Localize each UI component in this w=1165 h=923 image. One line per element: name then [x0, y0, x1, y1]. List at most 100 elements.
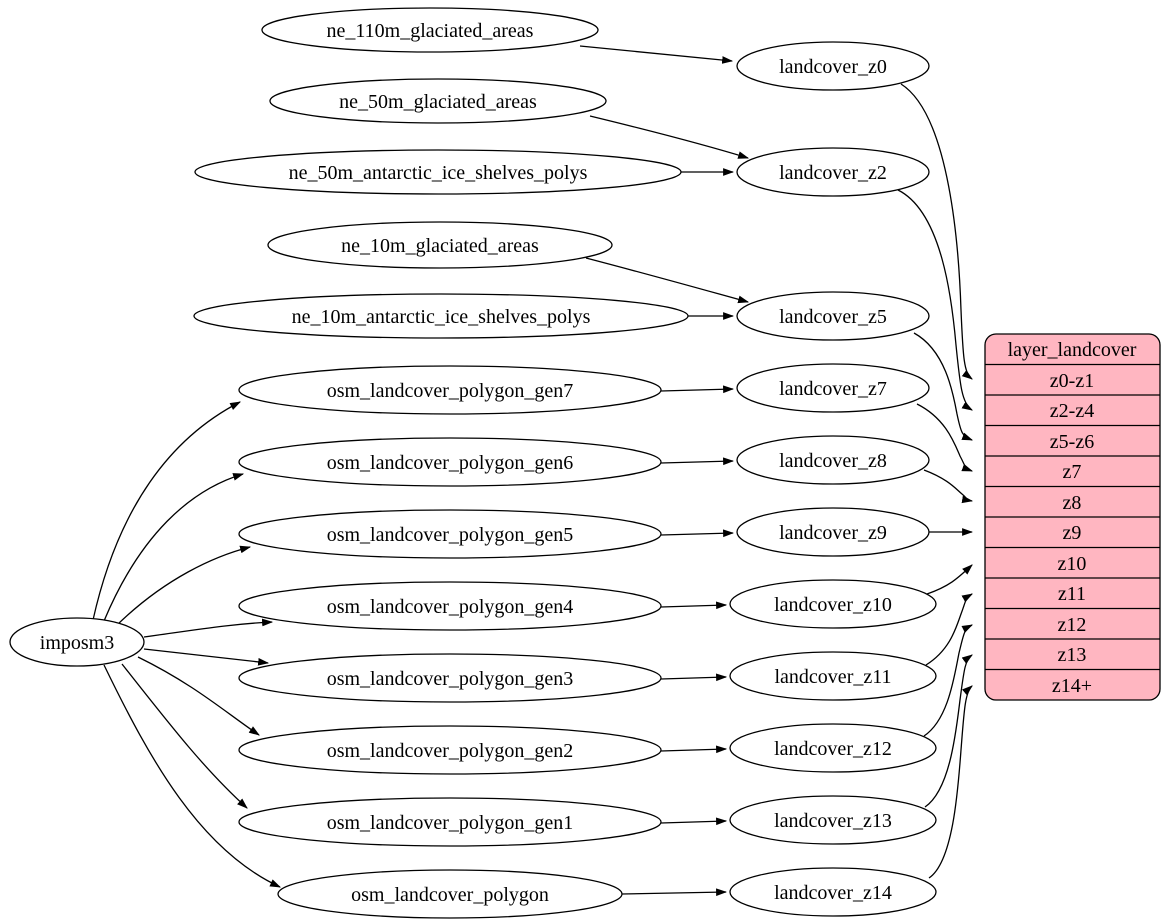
- table-row-z13: z13: [1058, 644, 1087, 666]
- node-landcover-z0-shape: [736, 41, 930, 91]
- node-ne-50m-glaciated-areas: ne_50m_glaciated_areas: [269, 78, 607, 124]
- edge-z14-to-row-z14plus: [928, 685, 973, 879]
- node-landcover-z10: landcover_z10: [729, 579, 937, 629]
- node-landcover-z13: landcover_z13: [729, 795, 937, 845]
- layer-landcover-table: layer_landcover z0-z1 z2-z4 z5-z6 z7 z8 …: [984, 333, 1161, 701]
- node-ne-50m-glaciated-areas-shape: [269, 78, 607, 124]
- edge-gen6-to-z8: [660, 457, 735, 466]
- node-landcover-z5: landcover_z5: [736, 291, 930, 341]
- table-row-z11: z11: [1058, 583, 1086, 605]
- node-osm-landcover-polygon-gen5-label: osm_landcover_polygon_gen5: [327, 524, 574, 546]
- node-osm-landcover-polygon-gen7-label: osm_landcover_polygon_gen7: [327, 380, 574, 402]
- edge-gen4-to-z10: [660, 601, 728, 610]
- table-row-z10: z10: [1058, 553, 1087, 575]
- edge-z13-to-row-z13: [924, 654, 973, 808]
- node-imposm3-label: imposm3: [40, 632, 114, 654]
- edge-z0-to-row-z0-z1: [900, 83, 973, 380]
- node-ne-10m-glaciated-areas-label: ne_10m_glaciated_areas: [341, 235, 539, 257]
- node-landcover-z7-shape: [736, 363, 930, 413]
- edge-imposm3-to-gen7: [92, 401, 241, 621]
- node-osm-landcover-polygon-gen4: osm_landcover_polygon_gen4: [238, 581, 662, 631]
- edge-gen1-to-z13: [660, 817, 728, 826]
- table-row-z12: z12: [1058, 614, 1087, 636]
- node-osm-landcover-polygon-gen3-shape: [238, 653, 662, 703]
- node-landcover-z11-shape: [729, 651, 937, 701]
- node-landcover-z11-label: landcover_z11: [775, 666, 892, 688]
- edge-imposm3-to-gen2: [137, 656, 260, 736]
- node-ne-10m-glaciated-areas: ne_10m_glaciated_areas: [267, 221, 613, 269]
- node-ne-50m-glaciated-areas-label: ne_50m_glaciated_areas: [339, 91, 537, 113]
- edge-imposm3-to-polygon: [103, 664, 281, 888]
- node-osm-landcover-polygon-gen5: osm_landcover_polygon_gen5: [238, 509, 662, 559]
- node-osm-landcover-polygon-gen6: osm_landcover_polygon_gen6: [238, 437, 662, 487]
- node-landcover-z2-shape: [736, 147, 930, 197]
- node-ne-50m-antarctic-ice-shelves-polys-label: ne_50m_antarctic_ice_shelves_polys: [289, 162, 588, 184]
- node-imposm3: imposm3: [9, 617, 145, 667]
- node-osm-landcover-polygon-gen4-shape: [238, 581, 662, 631]
- edge-z12-to-row-z12: [923, 624, 973, 737]
- node-landcover-z8: landcover_z8: [736, 435, 930, 485]
- edge-gen2-to-z12: [660, 745, 728, 754]
- node-ne-50m-antarctic-ice-shelves-polys: ne_50m_antarctic_ice_shelves_polys: [194, 149, 682, 195]
- edge-imposm3-to-gen4: [143, 618, 274, 638]
- table-row-z14plus: z14+: [1052, 675, 1092, 697]
- node-osm-landcover-polygon-gen6-shape: [238, 437, 662, 487]
- table-row-z8: z8: [1063, 492, 1082, 514]
- node-landcover-z9: landcover_z9: [736, 507, 930, 557]
- edge-gen3-to-z11: [660, 673, 728, 682]
- node-landcover-z14-shape: [729, 867, 937, 917]
- node-osm-landcover-polygon-gen3-label: osm_landcover_polygon_gen3: [327, 668, 574, 690]
- node-landcover-z5-label: landcover_z5: [779, 306, 887, 328]
- edge-z11-to-row-z11: [925, 593, 973, 666]
- table-row-z0-z1: z0-z1: [1050, 370, 1094, 392]
- node-landcover-z7: landcover_z7: [736, 363, 930, 413]
- node-landcover-z0-label: landcover_z0: [779, 56, 887, 78]
- node-landcover-z9-shape: [736, 507, 930, 557]
- node-landcover-z14-label: landcover_z14: [774, 882, 892, 904]
- edge-imposm3-to-gen6: [103, 473, 245, 622]
- node-landcover-z13-shape: [729, 795, 937, 845]
- edge-gen7-to-z7: [660, 385, 735, 394]
- node-osm-landcover-polygon-gen2: osm_landcover_polygon_gen2: [238, 725, 662, 775]
- node-osm-landcover-polygon-gen2-label: osm_landcover_polygon_gen2: [327, 740, 574, 762]
- node-landcover-z2-label: landcover_z2: [779, 162, 887, 184]
- edge-imposm3-to-gen5: [115, 545, 252, 627]
- table-row-z5-z6: z5-z6: [1050, 431, 1094, 453]
- edge-imposm3-to-gen3: [143, 648, 270, 666]
- node-osm-landcover-polygon-gen6-label: osm_landcover_polygon_gen6: [327, 452, 574, 474]
- edge-gen5-to-z9: [660, 529, 735, 538]
- node-landcover-z9-label: landcover_z9: [779, 522, 887, 544]
- node-osm-landcover-polygon-gen1: osm_landcover_polygon_gen1: [238, 797, 662, 847]
- node-landcover-z2: landcover_z2: [736, 147, 930, 197]
- edge-z8-to-row-z8: [923, 469, 974, 504]
- node-landcover-z7-label: landcover_z7: [779, 378, 887, 400]
- node-osm-landcover-polygon-label: osm_landcover_polygon: [351, 884, 549, 906]
- edge-ne110m-to-z0: [579, 45, 734, 64]
- table-row-z9: z9: [1063, 522, 1082, 544]
- edge-polygon-to-z14: [621, 888, 728, 897]
- node-landcover-z10-label: landcover_z10: [774, 594, 892, 616]
- node-imposm3-shape: [9, 617, 145, 667]
- node-landcover-z10-shape: [729, 579, 937, 629]
- table-row-z7: z7: [1063, 461, 1082, 483]
- edge-ne50m-glaciated-to-z2: [589, 115, 750, 159]
- edge-z5-to-row-z5-z6: [913, 332, 974, 441]
- node-ne-50m-antarctic-ice-shelves-polys-shape: [194, 149, 682, 195]
- node-ne-110m-glaciated-areas: ne_110m_glaciated_areas: [261, 7, 599, 53]
- node-landcover-z0: landcover_z0: [736, 41, 930, 91]
- edge-z10-to-row-z10: [926, 564, 973, 595]
- node-ne-10m-antarctic-ice-shelves-polys-shape: [193, 293, 689, 339]
- node-osm-landcover-polygon-gen1-label: osm_landcover_polygon_gen1: [327, 812, 574, 834]
- node-ne-10m-glaciated-areas-shape: [267, 221, 613, 269]
- edge-ne10m-glaciated-to-z5: [585, 257, 750, 304]
- node-ne-110m-glaciated-areas-label: ne_110m_glaciated_areas: [327, 20, 534, 42]
- edge-imposm3-to-gen1: [121, 663, 248, 809]
- node-osm-landcover-polygon: osm_landcover_polygon: [277, 869, 623, 919]
- table-row-z2-z4: z2-z4: [1050, 400, 1094, 422]
- node-osm-landcover-polygon-gen7: osm_landcover_polygon_gen7: [238, 365, 662, 415]
- node-ne-10m-antarctic-ice-shelves-polys: ne_10m_antarctic_ice_shelves_polys: [193, 293, 689, 339]
- edge-z7-to-row-z7: [916, 403, 974, 472]
- node-landcover-z8-shape: [736, 435, 930, 485]
- node-osm-landcover-polygon-gen3: osm_landcover_polygon_gen3: [238, 653, 662, 703]
